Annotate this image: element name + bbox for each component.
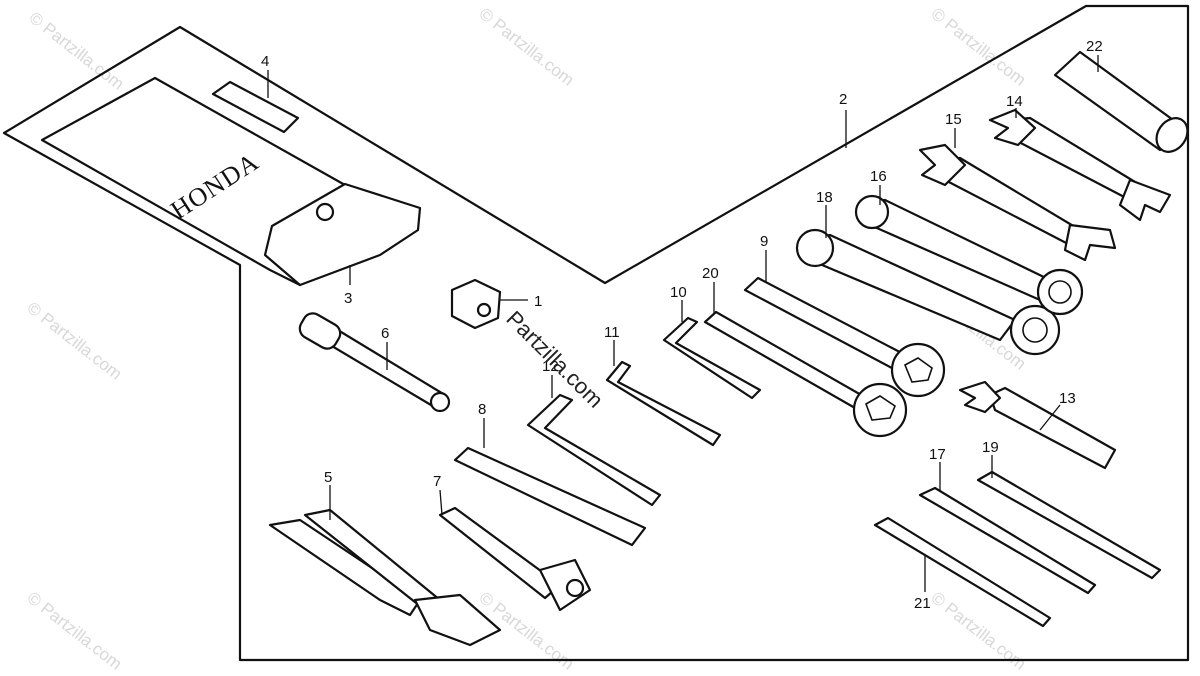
tool-bag-button <box>315 202 335 222</box>
label-plate <box>211 80 300 134</box>
callout-4[interactable]: 4 <box>261 53 269 70</box>
combination-wrench-16 <box>854 194 1084 316</box>
clip <box>450 278 502 330</box>
callout-9[interactable]: 9 <box>760 233 768 250</box>
screwdriver-21 <box>873 516 1052 628</box>
open-end-wrench-14 <box>988 108 1172 222</box>
callout-16[interactable]: 16 <box>870 168 887 185</box>
callout-11[interactable]: 11 <box>604 324 620 341</box>
hex-wrench-small <box>662 316 762 400</box>
watermark: © Partzilla.com <box>24 588 126 671</box>
callout-3[interactable]: 3 <box>344 290 352 307</box>
open-end-wrench-15 <box>918 143 1117 262</box>
callout-17[interactable]: 17 <box>929 446 946 463</box>
open-end-wrench-13 <box>958 380 1117 470</box>
watermark: © Partzilla.com <box>476 4 578 90</box>
callout-7[interactable]: 7 <box>433 473 441 490</box>
callout-21[interactable]: 21 <box>914 595 931 612</box>
callout-14[interactable]: 14 <box>1006 93 1023 110</box>
callout-5[interactable]: 5 <box>324 469 332 486</box>
screwdriver-17 <box>918 486 1097 595</box>
hex-wrench-large <box>526 393 662 507</box>
handle-bar <box>453 446 647 547</box>
tool-bag-group: HONDA <box>40 76 422 287</box>
callout-12[interactable]: 12 <box>542 358 559 375</box>
callout-13[interactable]: 13 <box>1059 390 1076 407</box>
spark-plug-wrench <box>438 506 592 612</box>
box-wrench <box>743 276 946 438</box>
hex-wrench-medium <box>605 360 722 447</box>
callout-22[interactable]: 22 <box>1086 38 1103 55</box>
callout-15[interactable]: 15 <box>945 111 962 128</box>
callout-19[interactable]: 19 <box>982 439 999 456</box>
screwdriver-19 <box>976 470 1162 580</box>
callout-18[interactable]: 18 <box>816 189 833 206</box>
watermark: © Partzilla.com <box>24 298 126 384</box>
plug-socket-wrench <box>298 312 451 413</box>
leader-lines <box>267 55 1099 592</box>
callouts: 1 2 3 4 5 6 7 8 9 10 11 12 13 14 15 16 1… <box>261 38 1103 612</box>
callout-2[interactable]: 2 <box>839 91 847 108</box>
socket-wrench-22 <box>1053 50 1189 153</box>
combination-wrench-18 <box>795 228 1061 356</box>
callout-10[interactable]: 10 <box>670 284 687 301</box>
tool-kit-frame <box>2 4 1190 662</box>
pliers <box>268 508 502 647</box>
callout-1[interactable]: 1 <box>534 293 542 310</box>
callout-8[interactable]: 8 <box>478 401 486 418</box>
watermark: © Partzilla.com <box>26 8 128 94</box>
callout-20[interactable]: 20 <box>702 265 719 282</box>
callout-6[interactable]: 6 <box>381 325 389 342</box>
tool-bag <box>263 182 422 287</box>
